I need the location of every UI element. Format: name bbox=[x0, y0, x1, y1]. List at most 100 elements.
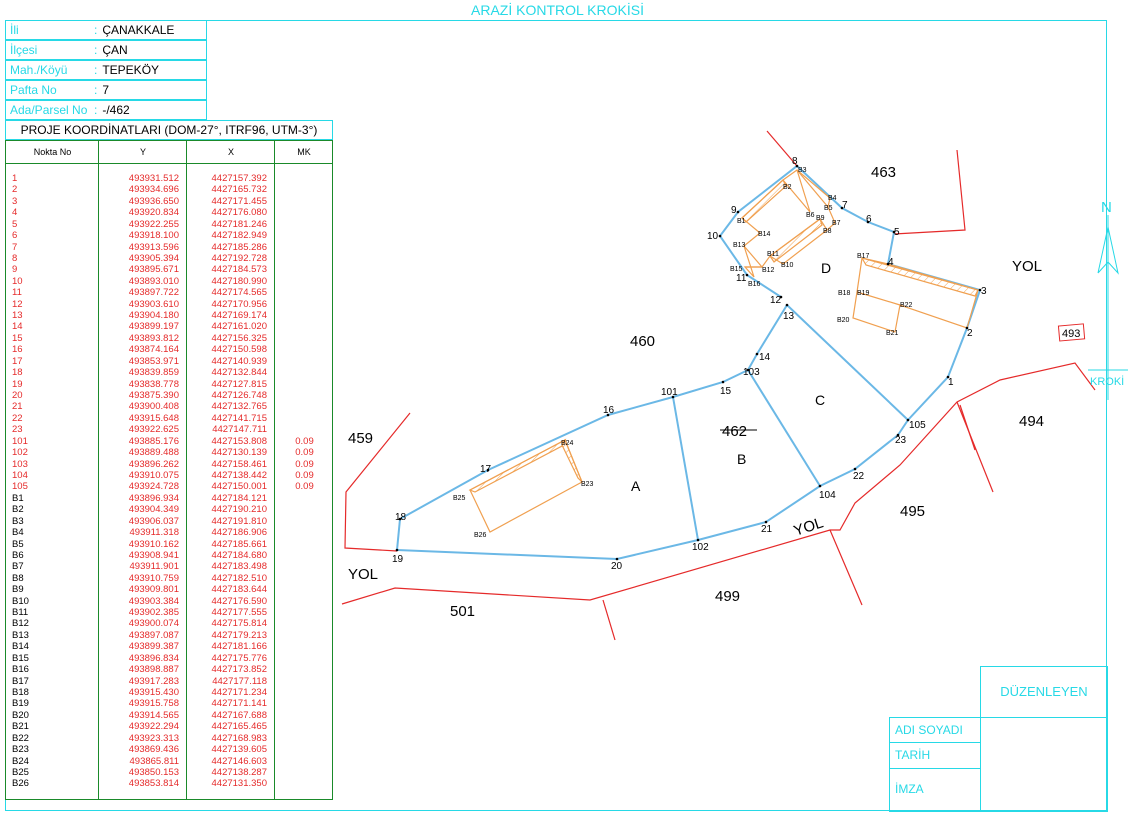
y-coord: 493900.074 bbox=[128, 618, 179, 630]
x-coord: 4427190.210 bbox=[211, 504, 267, 516]
point-label: 9 bbox=[731, 205, 737, 216]
point-id: B25 bbox=[12, 766, 29, 778]
point-id: 20 bbox=[12, 390, 23, 402]
point-id: 6 bbox=[12, 230, 18, 242]
y-coord: 493896.934 bbox=[128, 492, 179, 504]
mk-value: 0.09 bbox=[295, 469, 314, 481]
x-coord: 4427191.810 bbox=[211, 515, 267, 527]
x-coord: 4427169.174 bbox=[211, 310, 267, 322]
point-id: 22 bbox=[12, 412, 23, 424]
point-id: 2 bbox=[12, 184, 18, 196]
building-label: B26 bbox=[474, 532, 487, 539]
point-label: 8 bbox=[792, 156, 798, 167]
road-label: YOL bbox=[1012, 258, 1042, 275]
y-coord: 493903.610 bbox=[128, 298, 179, 310]
point-label: 105 bbox=[909, 420, 926, 431]
point-id: 101 bbox=[12, 435, 28, 447]
y-coord: 493908.941 bbox=[128, 549, 179, 561]
parcel-label-463: 463 bbox=[871, 164, 896, 181]
building-label: B15 bbox=[730, 266, 743, 273]
col-header-point: Nokta No bbox=[6, 141, 99, 164]
y-coord: 493922.625 bbox=[128, 424, 179, 436]
point-id: 104 bbox=[12, 469, 28, 481]
building-label: B20 bbox=[837, 317, 850, 324]
y-coord: 493909.801 bbox=[128, 584, 179, 596]
point-id: B22 bbox=[12, 732, 29, 744]
x-coord: 4427156.325 bbox=[211, 332, 267, 344]
x-coord: 4427138.287 bbox=[211, 766, 267, 778]
y-coord: 493874.164 bbox=[128, 344, 179, 356]
x-coord: 4427157.392 bbox=[211, 173, 267, 184]
x-coord: 4427180.990 bbox=[211, 275, 267, 287]
info-value: ÇANAKKALE bbox=[102, 23, 175, 37]
x-coord: 4427168.983 bbox=[211, 732, 267, 744]
x-coord: 4427131.350 bbox=[211, 778, 267, 790]
point-id: 1 bbox=[12, 173, 18, 184]
point-id: 10 bbox=[12, 275, 23, 287]
y-coord: 493885.176 bbox=[128, 435, 179, 447]
point-label: 13 bbox=[783, 311, 795, 322]
x-coord: 4427176.080 bbox=[211, 207, 267, 219]
y-coord: 493838.778 bbox=[128, 378, 179, 390]
y-coord: 493853.814 bbox=[128, 778, 179, 790]
y-coord: 493922.255 bbox=[128, 218, 179, 230]
parcel-label-459: 459 bbox=[348, 430, 373, 447]
x-coord: 4427183.498 bbox=[211, 561, 267, 573]
y-coord: 493850.153 bbox=[128, 766, 179, 778]
info-value: 7 bbox=[102, 83, 110, 97]
point-label: 104 bbox=[819, 490, 836, 501]
building-point-labels: B1 B2 B3 B4 B5 B6 B7 B8 B9 B10 B11 B12 B… bbox=[453, 167, 913, 539]
point-id: B9 bbox=[12, 584, 24, 596]
y-coord: 493869.436 bbox=[128, 744, 179, 756]
point-id: B2 bbox=[12, 504, 24, 516]
info-district: İlçesi:ÇAN bbox=[5, 40, 207, 60]
mk-value: 0.09 bbox=[295, 447, 314, 459]
prepared-by-header: DÜZENLEYEN bbox=[980, 666, 1108, 718]
x-coord: 4427161.020 bbox=[211, 321, 267, 333]
point-id: B11 bbox=[12, 607, 29, 619]
info-parcel: Ada/Parsel No:-/462 bbox=[5, 100, 207, 120]
x-coord: 4427165.732 bbox=[211, 184, 267, 196]
road-label: YOL bbox=[792, 514, 826, 539]
parcel-label-494: 494 bbox=[1019, 413, 1044, 430]
point-id: 102 bbox=[12, 447, 28, 459]
building-label: B22 bbox=[900, 302, 913, 309]
section-label-d: D bbox=[821, 260, 831, 276]
road-label: YOL bbox=[348, 566, 378, 583]
building-label: B19 bbox=[857, 290, 870, 297]
point-id: B24 bbox=[12, 755, 29, 767]
point-id: 105 bbox=[12, 481, 28, 493]
building-label: B13 bbox=[733, 242, 746, 249]
y-coord: 493936.650 bbox=[128, 195, 179, 207]
point-label: 7 bbox=[842, 200, 848, 211]
y-coord: 493893.812 bbox=[128, 332, 179, 344]
coordinates-title: PROJE KOORDİNATLARI (DOM-27°, ITRF96, UT… bbox=[5, 120, 333, 140]
mk-value: 0.09 bbox=[295, 481, 314, 493]
frame-edge bbox=[5, 800, 334, 811]
y-coord: 493893.010 bbox=[128, 275, 179, 287]
x-coord: 4427177.118 bbox=[212, 675, 267, 687]
mk-value: 0.09 bbox=[295, 435, 314, 447]
point-label: 17 bbox=[480, 464, 492, 475]
point-id: B20 bbox=[12, 709, 29, 721]
y-coord: 493914.565 bbox=[128, 709, 179, 721]
point-id: B5 bbox=[12, 538, 24, 550]
y-coord: 493910.075 bbox=[128, 469, 179, 481]
info-label: Pafta No bbox=[10, 83, 57, 97]
point-id: B8 bbox=[12, 572, 24, 584]
info-label: Mah./Köyü bbox=[10, 63, 68, 77]
point-id: 5 bbox=[12, 218, 18, 230]
building-label: B7 bbox=[832, 220, 841, 227]
y-coord: 493904.180 bbox=[128, 310, 179, 322]
